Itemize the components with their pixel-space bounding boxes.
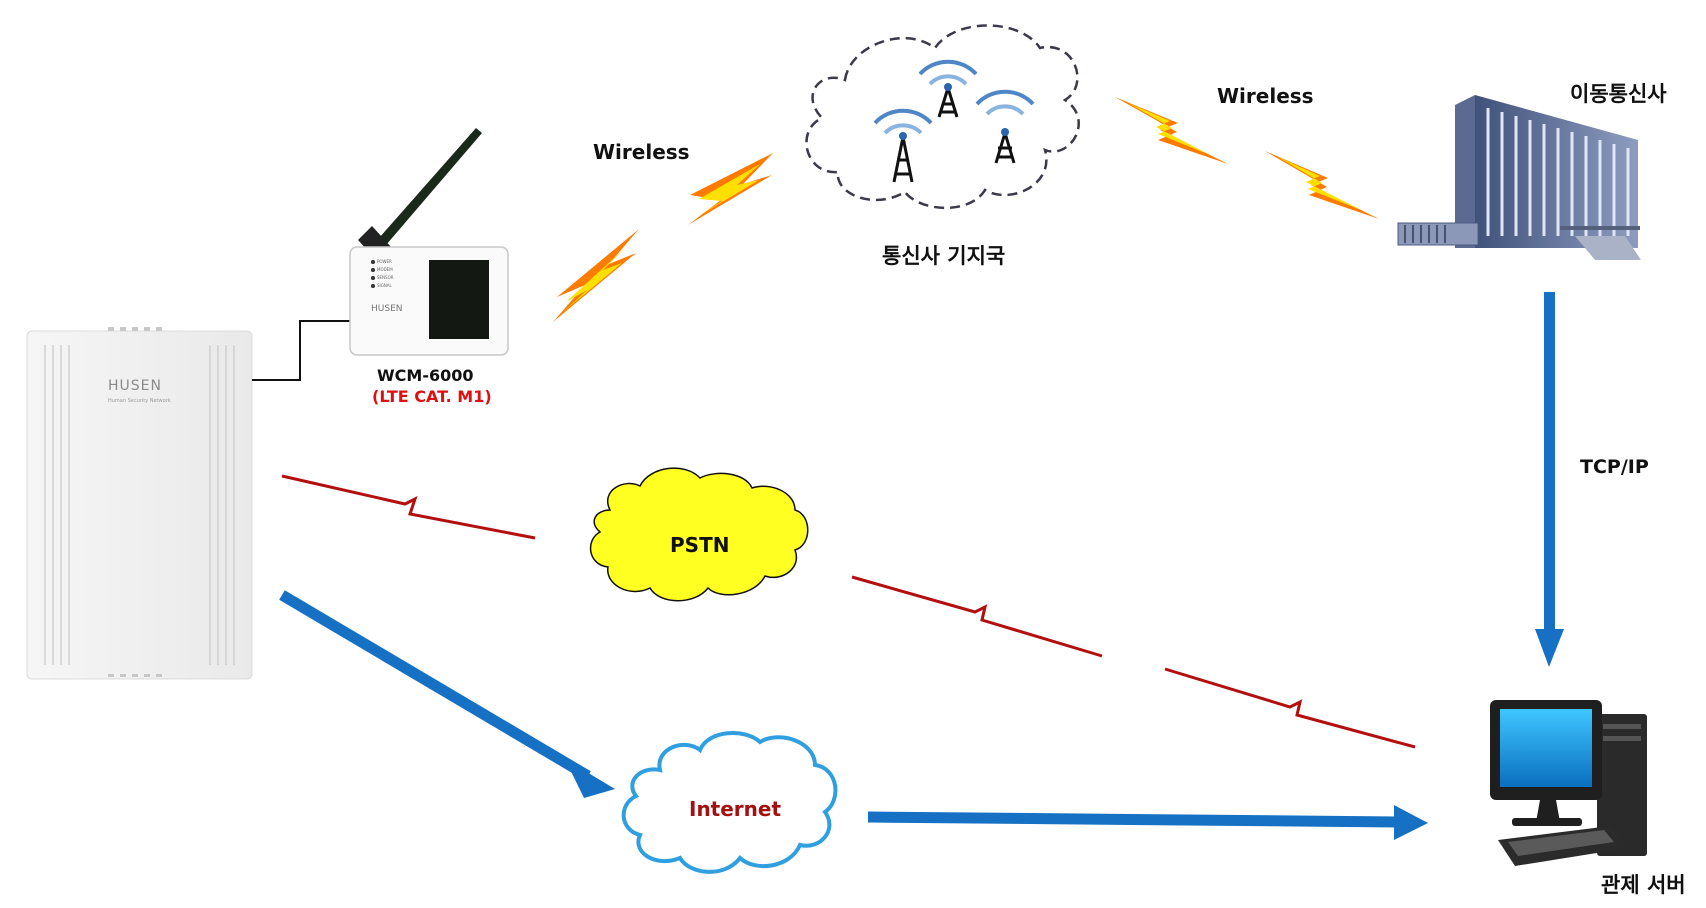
radio-tower-icon bbox=[918, 59, 978, 118]
led-label-power: POWER bbox=[377, 259, 392, 264]
radio-tower-icon bbox=[873, 108, 933, 183]
led-label-sensor: SENSOR bbox=[377, 275, 394, 280]
lightning-bolt-icon bbox=[553, 229, 639, 322]
pstn-line-mid bbox=[851, 575, 1103, 658]
wireless-label-left: Wireless bbox=[593, 140, 690, 164]
wcm-module: POWER MODEM SENSOR SIGNAL HUSEN bbox=[349, 128, 509, 356]
base-station-cloud bbox=[805, 24, 1080, 210]
alarm-panel: HUSEN Human Security Network bbox=[26, 327, 253, 680]
desktop-computer-icon bbox=[1490, 700, 1647, 866]
pstn-cloud bbox=[589, 467, 809, 602]
antenna-icon bbox=[358, 128, 482, 262]
internet-cloud bbox=[621, 730, 838, 874]
tcpip-label: TCP/IP bbox=[1580, 456, 1649, 478]
internet-arrow-out bbox=[867, 805, 1428, 840]
internet-label: Internet bbox=[689, 797, 782, 821]
office-building-icon bbox=[1397, 95, 1641, 260]
module-name: WCM-6000 bbox=[377, 366, 474, 385]
module-spec: (LTE CAT. M1) bbox=[372, 387, 492, 406]
module-brand: HUSEN bbox=[371, 304, 403, 314]
server-label: 관제 서버 bbox=[1601, 873, 1686, 897]
led-label-modem: MODEM bbox=[377, 267, 393, 272]
led-label-signal: SIGNAL bbox=[377, 283, 393, 288]
lightning-bolt-icon bbox=[1115, 97, 1228, 164]
pstn-line-right bbox=[1164, 667, 1416, 749]
module-cable bbox=[252, 320, 350, 381]
panel-brand: HUSEN bbox=[108, 378, 162, 394]
wireless-label-right: Wireless bbox=[1217, 84, 1314, 108]
pstn-line-left bbox=[281, 474, 536, 540]
tcpip-arrow bbox=[1535, 292, 1564, 667]
internet-arrow-in bbox=[279, 590, 615, 798]
base-station-label: 통신사 기지국 bbox=[882, 244, 1006, 268]
lightning-bolt-icon bbox=[688, 153, 773, 225]
radio-tower-icon bbox=[975, 89, 1035, 164]
carrier-label: 이동통신사 bbox=[1570, 82, 1667, 106]
pstn-label: PSTN bbox=[670, 533, 730, 557]
lightning-bolt-icon bbox=[1265, 151, 1379, 219]
panel-tagline: Human Security Network bbox=[108, 398, 171, 404]
